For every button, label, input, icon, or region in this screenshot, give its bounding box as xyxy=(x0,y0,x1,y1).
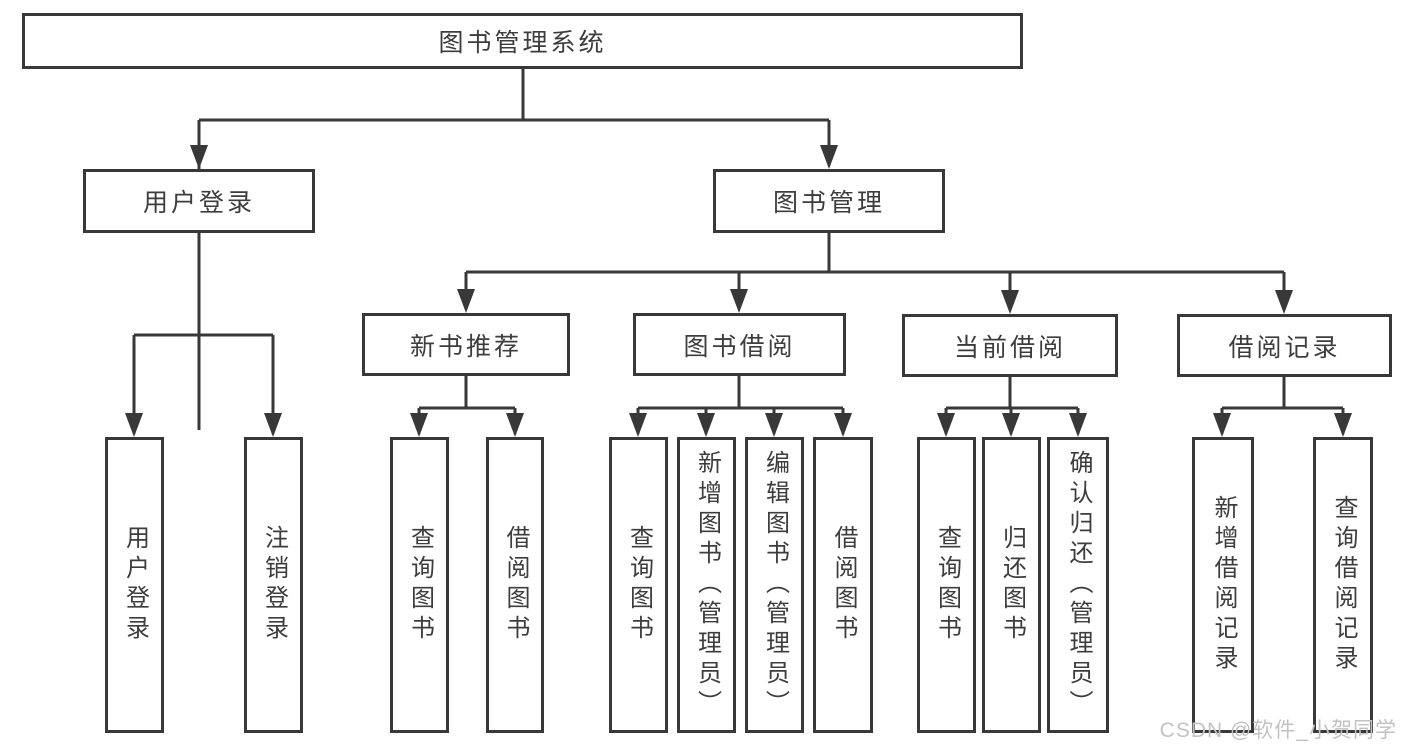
node-current-borrowing: 当前借阅 xyxy=(902,314,1118,377)
leaf-user-login: 用户登录 xyxy=(105,437,164,733)
leaf-records-add-borrow-record: 新增借阅记录 xyxy=(1192,437,1254,733)
node-root-label: 图书管理系统 xyxy=(438,29,607,57)
node-book-management-label: 图书管理 xyxy=(772,189,885,217)
leaf-label: 编辑图书（管理员） xyxy=(761,450,789,720)
node-root: 图书管理系统 xyxy=(22,13,1023,69)
leaf-records-query-borrow-record: 查询借阅记录 xyxy=(1313,437,1373,733)
leaf-label: 确认归还（管理员） xyxy=(1065,450,1092,720)
node-book-management: 图书管理 xyxy=(713,169,945,233)
leaf-borrowing-add-books-admin: 新增图书（管理员） xyxy=(677,437,736,733)
leaf-label: 归还图书 xyxy=(998,525,1026,645)
node-new-book-recommendation: 新书推荐 xyxy=(362,313,570,376)
leaf-current-return-books: 归还图书 xyxy=(982,437,1041,733)
node-user-login-label: 用户登录 xyxy=(142,189,255,217)
node-book-borrowing-label: 图书借阅 xyxy=(683,332,796,361)
leaf-label: 查询图书 xyxy=(625,525,653,645)
leaf-borrowing-borrow-books: 借阅图书 xyxy=(813,437,873,733)
leaf-label: 用户登录 xyxy=(121,525,149,645)
leaf-newbook-query-books: 查询图书 xyxy=(390,437,449,733)
node-new-book-recommendation-label: 新书推荐 xyxy=(409,332,522,361)
node-user-login: 用户登录 xyxy=(83,169,315,233)
leaf-label: 查询图书 xyxy=(933,525,961,645)
leaf-borrowing-edit-books-admin: 编辑图书（管理员） xyxy=(745,437,804,733)
connector-arrowheads xyxy=(125,145,1352,437)
leaf-label: 查询借阅记录 xyxy=(1330,495,1357,675)
node-book-borrowing: 图书借阅 xyxy=(633,313,846,376)
leaf-label: 查询图书 xyxy=(406,525,434,645)
leaf-newbook-borrow-books: 借阅图书 xyxy=(486,437,544,733)
leaf-label: 借阅图书 xyxy=(830,525,857,645)
csdn-watermark: CSDN @软件_小贺同学 xyxy=(1159,719,1397,742)
leaf-current-confirm-return-admin: 确认归还（管理员） xyxy=(1047,437,1109,733)
leaf-borrowing-query-books: 查询图书 xyxy=(609,437,668,733)
leaf-logout-login: 注销登录 xyxy=(244,437,303,733)
node-borrowing-records-label: 借阅记录 xyxy=(1228,333,1341,362)
leaf-current-query-books: 查询图书 xyxy=(917,437,976,733)
leaf-label: 新增图书（管理员） xyxy=(693,450,721,720)
connector-segments xyxy=(132,69,1345,434)
leaf-label: 借阅图书 xyxy=(502,525,529,645)
leaf-label: 注销登录 xyxy=(260,525,288,645)
node-current-borrowing-label: 当前借阅 xyxy=(953,333,1066,362)
node-borrowing-records: 借阅记录 xyxy=(1177,314,1392,377)
leaf-label: 新增借阅记录 xyxy=(1210,495,1237,675)
